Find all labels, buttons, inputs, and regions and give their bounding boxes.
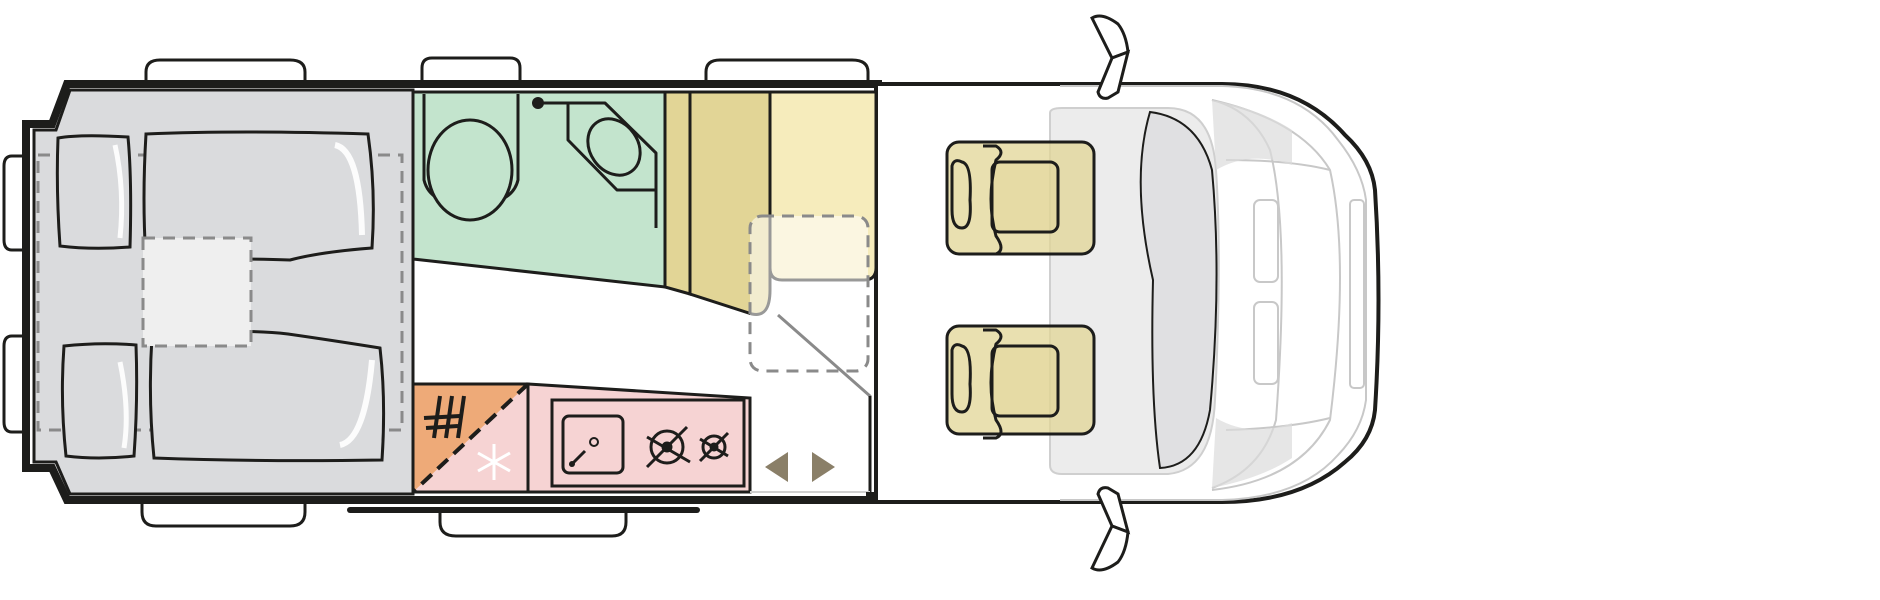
bathroom [411, 90, 667, 289]
rear-bed-area [32, 88, 415, 496]
mirror-right [1090, 486, 1131, 572]
window-rear-bottom [140, 500, 307, 528]
pillow-bottom [60, 342, 139, 460]
rear-window-lower [2, 334, 28, 434]
snowflake-icon [477, 444, 511, 480]
dashboard [1139, 110, 1218, 470]
gas-hob-icon [645, 425, 730, 469]
heater-icon [423, 395, 466, 439]
wardrobe [663, 90, 878, 498]
door-step [438, 510, 628, 538]
skylight-hallway [748, 214, 870, 373]
rear-window-upper [2, 154, 28, 252]
arrow-left-right-icon [765, 452, 835, 482]
mattress-bottom [148, 329, 386, 463]
washbasin [566, 103, 656, 192]
skylight [141, 236, 253, 348]
kitchen [411, 382, 752, 494]
mirror-left [1090, 14, 1131, 100]
toilet-bowl [426, 118, 514, 222]
driver-seat [945, 140, 1096, 256]
pillow-top [55, 134, 133, 250]
passenger-seat [945, 324, 1096, 440]
